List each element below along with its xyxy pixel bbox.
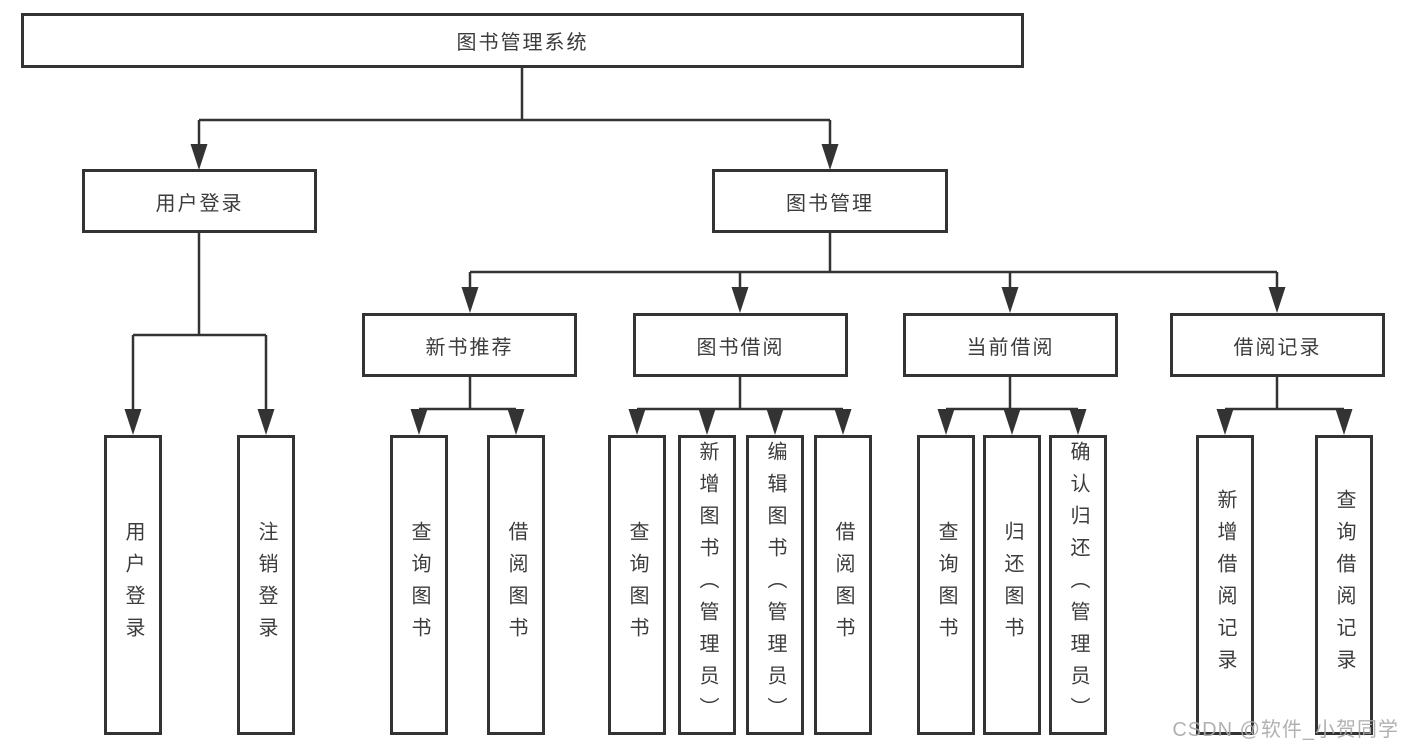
leaf-borrowing-edit-books-admin: 编辑图书（管理员） (746, 435, 804, 735)
leaf-label: 查询图书 (935, 521, 957, 649)
leaf-label: 新增图书（管理员） (696, 441, 718, 729)
arrow-down-icon (1001, 287, 1019, 313)
connector-bookmgmt-to-level3 (468, 233, 1279, 288)
leaf-current-query-books: 查询图书 (917, 435, 975, 735)
arrow-down-icon (821, 144, 839, 170)
leaf-records-add-record: 新增借阅记录 (1196, 435, 1254, 735)
leaf-borrowing-query-books: 查询图书 (608, 435, 666, 735)
leaf-records-query-record: 查询借阅记录 (1315, 435, 1373, 735)
leaf-label: 用户登录 (122, 521, 144, 649)
leaf-label: 查询图书 (408, 521, 430, 649)
leaf-current-return-books: 归还图书 (983, 435, 1041, 735)
watermark: CSDN @软件_小贺同学 (1172, 719, 1399, 741)
node-label: 图书管理 (786, 192, 874, 215)
arrow-down-icon (628, 409, 646, 435)
arrow-down-icon (937, 409, 955, 435)
node-label: 新书推荐 (425, 336, 514, 359)
arrow-down-icon (731, 287, 749, 313)
leaf-user-login: 用户登录 (104, 435, 162, 735)
arrowhead-icons (124, 144, 1353, 435)
node-borrowing-records: 借阅记录 (1170, 313, 1385, 377)
arrow-down-icon (507, 409, 525, 435)
leaf-label: 借阅图书 (505, 521, 527, 649)
node-book-mgmt: 图书管理 (712, 169, 948, 233)
leaf-newbooks-query-books: 查询图书 (390, 435, 448, 735)
leaf-label: 借阅图书 (832, 521, 854, 649)
arrow-down-icon (1216, 409, 1234, 435)
arrow-down-icon (190, 144, 208, 170)
node-label: 当前借阅 (966, 336, 1055, 359)
node-label: 图书管理系统 (456, 32, 589, 54)
arrow-down-icon (698, 409, 716, 435)
node-current-borrowing: 当前借阅 (903, 313, 1118, 377)
arrow-down-icon (410, 409, 428, 435)
arrow-down-icon (1268, 287, 1286, 313)
connector-borrowing-to-leaves (635, 377, 845, 411)
connector-root-to-level2 (197, 68, 832, 146)
connector-userlogin-to-leaves (131, 233, 268, 410)
arrow-down-icon (1003, 409, 1021, 435)
leaf-borrowing-add-books-admin: 新增图书（管理员） (678, 435, 736, 735)
connector-newbooks-to-leaves (417, 377, 518, 411)
leaf-label: 注销登录 (255, 521, 277, 649)
node-label: 借阅记录 (1233, 336, 1322, 359)
leaf-borrowing-borrow-books: 借阅图书 (814, 435, 872, 735)
leaf-label: 新增借阅记录 (1214, 489, 1236, 681)
arrow-down-icon (124, 409, 142, 435)
leaf-label: 确认归还（管理员） (1067, 441, 1089, 729)
arrow-down-icon (461, 287, 479, 313)
node-root: 图书管理系统 (21, 13, 1024, 68)
leaf-label: 归还图书 (1001, 521, 1023, 649)
arrow-down-icon (766, 409, 784, 435)
node-new-books: 新书推荐 (362, 313, 577, 377)
node-book-borrowing: 图书借阅 (633, 313, 848, 377)
arrow-down-icon (1335, 409, 1353, 435)
arrow-down-icon (834, 409, 852, 435)
node-user-login: 用户登录 (82, 169, 317, 233)
leaf-current-confirm-return-admin: 确认归还（管理员） (1049, 435, 1107, 735)
connector-records-to-leaves (1223, 377, 1346, 411)
connector-current-to-leaves (944, 377, 1080, 411)
arrow-down-icon (257, 409, 275, 435)
arrow-down-icon (1069, 409, 1087, 435)
node-label: 图书借阅 (696, 336, 785, 359)
leaf-label: 查询图书 (626, 521, 648, 649)
leaf-label: 编辑图书（管理员） (764, 441, 786, 729)
leaf-label: 查询借阅记录 (1333, 489, 1355, 681)
node-label: 用户登录 (155, 192, 244, 215)
leaf-logout: 注销登录 (237, 435, 295, 735)
leaf-newbooks-borrow-books: 借阅图书 (487, 435, 545, 735)
